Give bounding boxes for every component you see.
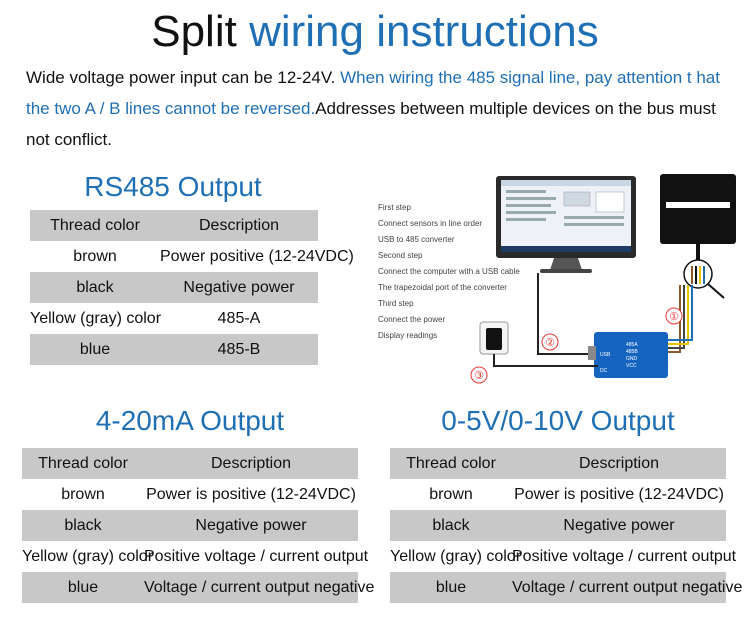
converter-dc-label: DC [600,368,608,374]
header-description: Description [512,448,726,479]
cell-color: black [22,510,144,541]
wiring-diagram: First step Connect sensors in line order… [378,174,736,384]
rs485-table: Thread color Description brown Power pos… [30,210,354,365]
table-row: Yellow (gray) color Positive voltage / c… [390,541,737,572]
svg-text:②: ② [545,336,555,349]
sensor-icon [660,174,736,299]
intro-text-3: Addresses between multiple devices on th… [26,99,716,149]
converter-label: VCC [626,363,637,369]
step-text: Second step [378,251,423,260]
volt-table: Thread color Description brown Power is … [390,448,742,603]
cell-color: blue [30,334,160,365]
table-row: black Negative power [390,510,726,541]
cell-description: Positive voltage / current output [144,547,369,565]
cell-description: Positive voltage / current output [512,547,737,565]
cell-color: Yellow (gray) color [30,309,162,327]
converter-label: 485B [626,349,638,355]
table-row: blue Voltage / current output negative [390,572,742,603]
header-description: Description [144,448,358,479]
table-row: black Negative power [22,510,358,541]
table-row: Yellow (gray) color 485-A [30,303,318,334]
cell-color: brown [61,485,105,503]
step-text: Third step [378,299,414,308]
cell-color: Yellow (gray) color [390,547,522,565]
monitor-icon [496,176,636,273]
marker-2: ② [541,333,559,351]
cell-description: Voltage / current output negative [144,572,374,603]
step-text: Connect the power [378,315,445,324]
table-header-row: Thread color Description [390,448,726,479]
cell-color: black [30,272,160,303]
intro-paragraph: Wide voltage power input can be 12-24V. … [26,62,736,155]
cell-description: Power is positive (12-24VDC) [514,485,724,503]
table-row: black Negative power [30,272,318,303]
marker-3: ③ [470,366,488,384]
ma-table: Thread color Description brown Power is … [22,448,374,603]
table-row: Yellow (gray) color Positive voltage / c… [22,541,369,572]
header-description: Description [160,210,318,241]
page-title: Split wiring instructions [0,6,750,58]
title-part-2: wiring instructions [249,7,599,56]
cell-color: brown [429,485,473,503]
svg-text:①: ① [669,310,679,323]
converter-usb-label: USB [600,352,611,358]
step-text: Connect the computer with a USB cable [378,267,520,276]
table-header-row: Thread color Description [22,448,358,479]
cell-color: blue [22,572,144,603]
step-text: First step [378,203,411,212]
header-thread-color: Thread color [22,448,144,479]
cell-description: Power positive (12-24VDC) [160,247,354,265]
power-adapter-icon [479,321,509,355]
cell-description: Negative power [512,510,726,541]
table-row: blue Voltage / current output negative [22,572,374,603]
intro-text-1: Wide voltage power input can be 12-24V. [26,68,341,87]
header-thread-color: Thread color [390,448,512,479]
intro-text-2: When wiring the 485 signal line, pay att… [26,68,720,118]
cell-description: 485-A [217,309,261,327]
cell-description: 485-B [160,334,318,365]
ma-title: 4-20mA Output [95,405,285,436]
rs485-title: RS485 Output [84,171,262,202]
cell-description: Voltage / current output negative [512,572,742,603]
cell-description: Negative power [144,510,358,541]
cell-color: brown [73,247,117,265]
step-text: The trapezoidal port of the converter [378,283,507,292]
header-thread-color: Thread color [30,210,160,241]
table-row: brown Power is positive (12-24VDC) [390,479,726,510]
cell-description: Power is positive (12-24VDC) [146,485,356,503]
converter-label: GND [626,356,638,362]
table-row: blue 485-B [30,334,318,365]
cell-description: Negative power [160,272,318,303]
converter-label: 485A [626,342,638,348]
converter-module: 485A 485B GND VCC USB DC [588,332,668,378]
table-row: brown Power is positive (12-24VDC) [22,479,358,510]
table-row: brown Power positive (12-24VDC) [30,241,354,272]
cell-color: blue [390,572,512,603]
table-header-row: Thread color Description [30,210,318,241]
svg-text:③: ③ [474,369,484,382]
step-text: USB to 485 converter [378,235,455,244]
cell-color: Yellow (gray) color [22,547,154,565]
marker-1: ① [665,307,683,325]
title-part-1: Split [151,7,237,56]
step-text: Connect sensors in line order [378,219,482,228]
volt-title: 0-5V/0-10V Output [441,405,675,436]
step-text: Display readings [378,331,437,340]
cell-color: black [390,510,512,541]
